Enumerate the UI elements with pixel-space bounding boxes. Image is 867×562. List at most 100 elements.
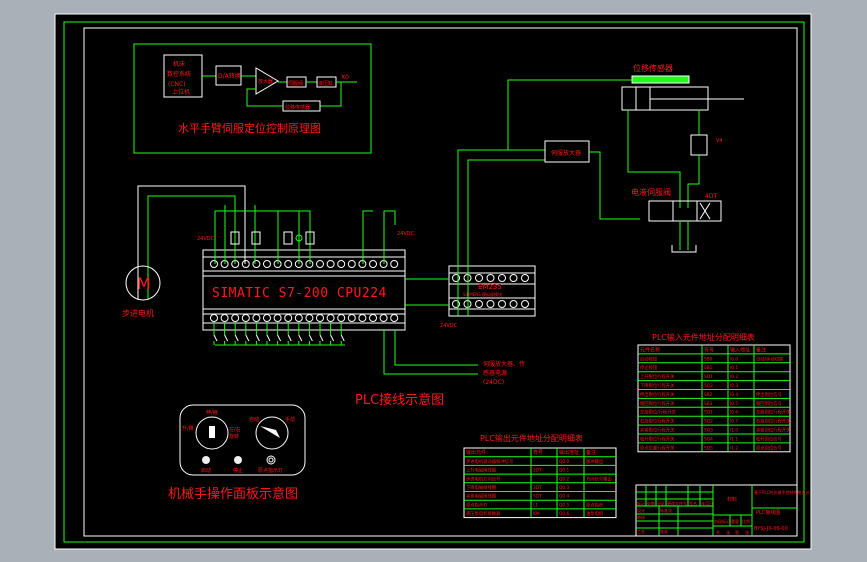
- svg-text:位移传感器: 位移传感器: [285, 104, 310, 111]
- table-cell: I0.2: [730, 374, 738, 380]
- svg-text:左/右: 左/右: [229, 426, 241, 433]
- svg-text:D/A转换: D/A转换: [218, 72, 241, 80]
- title-block-label: 重量: [731, 518, 739, 524]
- table-cell: I0.7: [730, 419, 738, 425]
- svg-text:M: M: [137, 274, 151, 293]
- title-block-label: 年月日: [701, 500, 713, 506]
- auto-manual-switch: [255, 416, 289, 450]
- table-cell: 输出元件: [466, 449, 486, 456]
- plc-terminal: [337, 314, 346, 322]
- title-block-label: 标准化: [660, 507, 672, 513]
- table-cell: Q0.4: [559, 494, 569, 500]
- operation-panel: 伸/缩 升/降 左/右 旋转 自动 手动 启动 停止 原点指示灯 机械手操作面板…: [168, 404, 306, 502]
- plc-terminal: [263, 314, 271, 322]
- table-cell: SQ2: [704, 419, 713, 425]
- motor-symbol: [125, 265, 161, 301]
- svg-text:伺服阀: 伺服阀: [288, 80, 303, 87]
- table-cell: 脉冲输出: [586, 458, 603, 465]
- inner-frame: [83, 27, 798, 537]
- input-switch: [308, 334, 313, 342]
- amplifier-symbol: [255, 67, 279, 95]
- svg-text:24VDC: 24VDC: [440, 323, 458, 329]
- em-terminal: [452, 300, 460, 308]
- table-cell: 上升电磁阀线圈: [466, 467, 496, 474]
- plc-model-label: SIMATIC S7-200 CPU224: [212, 286, 387, 301]
- svg-text:4DT: 4DT: [705, 193, 717, 200]
- table-cell: KM: [533, 511, 540, 517]
- plc-terminal: [358, 260, 367, 268]
- plc-terminal: [347, 314, 356, 322]
- input-switch: [245, 334, 250, 342]
- svg-text:基于PLC的机械手控制系统设计: 基于PLC的机械手控制系统设计: [754, 489, 809, 495]
- table-cell: 夹紧限位行程开关: [640, 427, 675, 434]
- input-switch: [287, 334, 292, 342]
- table-cell: 松开限位行程开关: [640, 435, 675, 442]
- title-block-label: 处数: [647, 500, 655, 506]
- stop-button[interactable]: [234, 456, 242, 464]
- table-cell: SQ1: [704, 374, 713, 380]
- svg-text:数控系统: 数控系统: [167, 70, 191, 78]
- table-cell: 停止按钮: [640, 364, 658, 371]
- table-cell: 原点位置行程开关: [640, 444, 675, 451]
- mode-switch-1: [195, 416, 229, 450]
- table-cell: 2DT: [533, 468, 542, 474]
- plc-terminal: [273, 314, 282, 322]
- table-cell: 上升限位行程开关: [640, 373, 675, 380]
- plc-wiring: SIMATIC S7-200 CPU224 EM235 SIEMENS 模拟量模…: [137, 149, 545, 408]
- table-cell: 输入地址: [730, 346, 750, 353]
- table-cell: 左旋到位行程开关: [756, 409, 791, 416]
- plc-terminal: [241, 314, 250, 322]
- svg-text:手动: 手动: [285, 416, 295, 423]
- em-terminal: [521, 300, 529, 308]
- plc-terminal: [294, 314, 303, 322]
- plc-cpu224: [202, 249, 406, 331]
- svg-text:升/降: 升/降: [182, 425, 194, 432]
- table-cell: SB2: [704, 392, 713, 398]
- svg-text:BYSJ-JX-06-00: BYSJ-JX-06-00: [754, 526, 788, 532]
- svg-text:PLC接线图: PLC接线图: [756, 509, 780, 516]
- table-cell: 原点到位信号: [756, 444, 782, 451]
- home-lamp: [266, 455, 276, 465]
- svg-text:自动: 自动: [249, 416, 259, 423]
- em-terminal: [486, 274, 495, 282]
- table-cell: 符号: [704, 346, 714, 353]
- table-cell: SB3: [704, 401, 713, 407]
- plc-terminal: [369, 260, 377, 268]
- title-block-label: 张: [745, 529, 749, 535]
- table-cell: I0.1: [730, 365, 738, 371]
- start-button[interactable]: [202, 456, 210, 464]
- em-terminal: [521, 274, 529, 282]
- table-cell: 右旋限位行程开关: [640, 418, 675, 425]
- title-block-label: 张: [726, 529, 730, 535]
- table-cell: 松开到位信号: [756, 435, 782, 442]
- table-cell: 缩回限位行程开关: [640, 400, 675, 407]
- table-cell: 伸出限位行程开关: [640, 391, 675, 398]
- plc-terminal: [231, 314, 240, 322]
- table-cell: Q0.1: [559, 468, 569, 474]
- em-terminal: [509, 274, 518, 282]
- table-cell: 元件名称: [640, 346, 660, 353]
- svg-text:24VDC: 24VDC: [397, 231, 415, 237]
- em-terminal: [452, 274, 460, 282]
- table-cell: 原点指示灯: [466, 501, 488, 508]
- svg-text:原点指示灯: 原点指示灯: [258, 467, 283, 474]
- table-cell: I0.4: [730, 392, 738, 398]
- svg-text:伺服放大器: 伺服放大器: [551, 149, 581, 157]
- table-cell: I0.3: [730, 383, 738, 389]
- input-switch: [266, 334, 271, 342]
- svg-text:V4: V4: [716, 138, 723, 144]
- table-row: 上升电磁阀线圈 2DT Q0.1: [466, 467, 569, 474]
- svg-text:材料: 材料: [727, 496, 737, 503]
- plc-terminal: [305, 314, 314, 322]
